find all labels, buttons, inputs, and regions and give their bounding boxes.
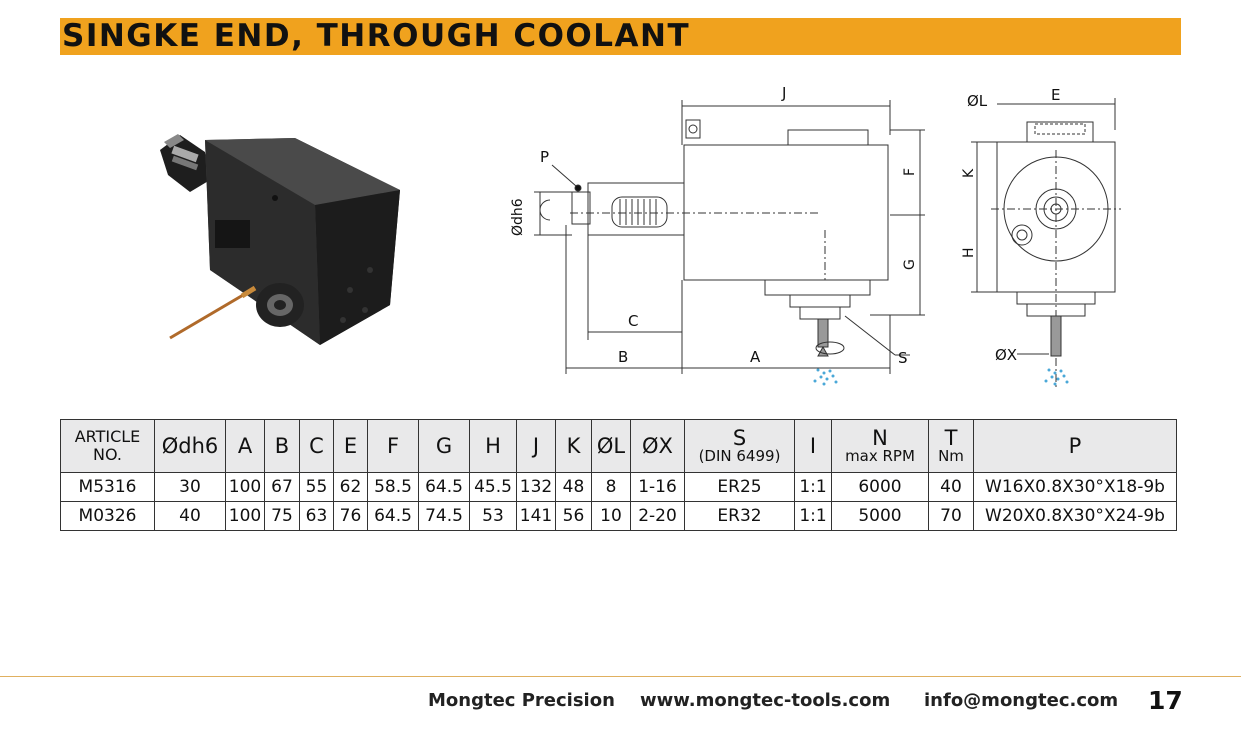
cell: 48: [555, 472, 592, 502]
col-h: H: [469, 419, 517, 473]
cell: 30: [154, 472, 226, 502]
col-s: S (DIN 6499): [684, 419, 795, 473]
cell: 63: [299, 501, 334, 531]
label-e: E: [1051, 86, 1060, 104]
cell: 75: [264, 501, 300, 531]
cell: 64.5: [418, 472, 470, 502]
cell: M0326: [60, 501, 155, 531]
cell: 100: [225, 501, 265, 531]
cell: 132: [516, 472, 556, 502]
footer-company: Mongtec Precision: [428, 690, 615, 711]
col-p: P: [973, 419, 1177, 473]
cell: 62: [333, 472, 368, 502]
cell: 1:1: [794, 501, 832, 531]
label-h: H: [961, 247, 977, 258]
product-photo: [160, 134, 400, 345]
label-f: F: [902, 168, 918, 176]
cell: 67: [264, 472, 300, 502]
table-row: M5316 30 100 67 55 62 58.5 64.5 45.5 132…: [60, 472, 1177, 502]
cell: 8: [591, 472, 631, 502]
cell: M5316: [60, 472, 155, 502]
label-j: J: [781, 84, 786, 102]
cell: 64.5: [367, 501, 419, 531]
cell: 58.5: [367, 472, 419, 502]
footer-divider: [0, 676, 1241, 677]
title-bar: SINGKE END, THROUGH COOLANT: [60, 18, 1181, 55]
cell: 1:1: [794, 472, 832, 502]
label-s: S: [898, 349, 908, 367]
col-f: F: [367, 419, 419, 473]
col-article: ARTICLE NO.: [60, 419, 155, 473]
cell: 6000: [831, 472, 929, 502]
table-row: M0326 40 100 75 63 76 64.5 74.5 53 141 5…: [60, 501, 1177, 531]
cell: 100: [225, 472, 265, 502]
cell: 45.5: [469, 472, 517, 502]
col-b: B: [264, 419, 300, 473]
footer-website[interactable]: www.mongtec-tools.com: [640, 690, 891, 711]
col-dh6: Ødh6: [154, 419, 226, 473]
col-t: T Nm: [928, 419, 974, 473]
cell: 56: [555, 501, 592, 531]
col-a: A: [225, 419, 265, 473]
col-c: C: [299, 419, 334, 473]
spec-table: ARTICLE NO. Ødh6 A B C E F G H J K ØL ØX…: [60, 419, 1177, 531]
col-x: ØX: [630, 419, 685, 473]
col-e: E: [333, 419, 368, 473]
cell: ER25: [684, 472, 795, 502]
label-x: ØX: [995, 346, 1017, 364]
label-c: C: [628, 312, 638, 330]
front-view-drawing: ØL E K H ØX: [961, 86, 1121, 390]
col-l: ØL: [591, 419, 631, 473]
cell: 10: [591, 501, 631, 531]
cell: 2-20: [630, 501, 685, 531]
cell: 55: [299, 472, 334, 502]
col-g: G: [418, 419, 470, 473]
cell: 40: [928, 472, 974, 502]
cell: 53: [469, 501, 517, 531]
col-j: J: [516, 419, 556, 473]
cell: 76: [333, 501, 368, 531]
footer-email[interactable]: info@mongtec.com: [924, 690, 1119, 711]
cell: 5000: [831, 501, 929, 531]
cell: 40: [154, 501, 226, 531]
col-k: K: [555, 419, 592, 473]
cell: 74.5: [418, 501, 470, 531]
label-l: ØL: [967, 92, 988, 110]
cell: W16X0.8X30°X18-9b: [973, 472, 1177, 502]
label-p: P: [540, 148, 549, 166]
side-view-drawing: J P Ødh6 F G C B A: [510, 84, 925, 386]
label-k: K: [961, 168, 977, 178]
label-b: B: [618, 348, 628, 366]
col-i: I: [794, 419, 832, 473]
cell: 1-16: [630, 472, 685, 502]
label-g: G: [902, 259, 918, 270]
cell: W20X0.8X30°X24-9b: [973, 501, 1177, 531]
col-n: N max RPM: [831, 419, 929, 473]
cell: 141: [516, 501, 556, 531]
page-title: SINGKE END, THROUGH COOLANT: [62, 18, 691, 54]
label-a: A: [750, 348, 761, 366]
label-dh6: Ødh6: [510, 198, 526, 236]
cell: 70: [928, 501, 974, 531]
page-number: 17: [1148, 686, 1183, 715]
cell: ER32: [684, 501, 795, 531]
table-header-row: ARTICLE NO. Ødh6 A B C E F G H J K ØL ØX…: [60, 419, 1177, 473]
